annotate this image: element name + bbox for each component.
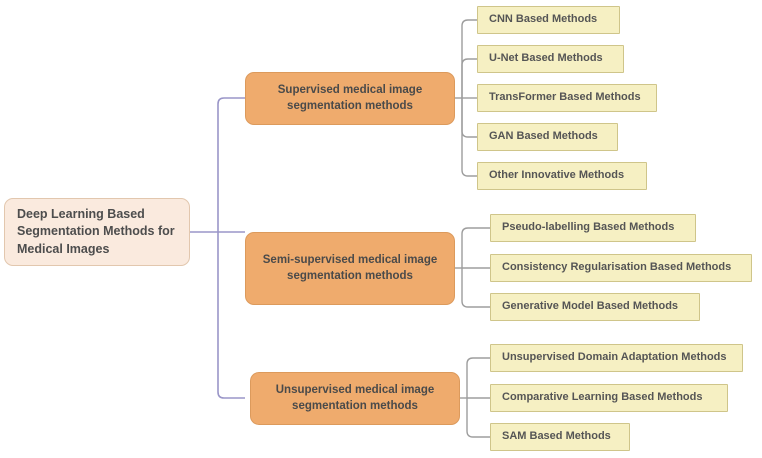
leaf-node-other-innovative-methods[interactable]: Other Innovative Methods bbox=[477, 162, 647, 190]
branch-node-unsupervised[interactable]: Unsupervised medical image segmentation … bbox=[250, 372, 460, 425]
connector-branch-3-leaf-3 bbox=[466, 398, 490, 438]
root-node[interactable]: Deep Learning Based Segmentation Methods… bbox=[4, 198, 190, 266]
leaf-node-gan-based-methods[interactable]: GAN Based Methods bbox=[477, 123, 618, 151]
leaf-node-generative-model-based-methods[interactable]: Generative Model Based Methods bbox=[490, 293, 700, 321]
leaf-node-consistency-regularisation-based-methods[interactable]: Consistency Regularisation Based Methods bbox=[490, 254, 752, 282]
connector-branch-1-leaf-4 bbox=[461, 98, 477, 138]
connector-branch-2-leaf-1 bbox=[461, 227, 490, 268]
connector-root-to-branch-1 bbox=[217, 97, 245, 232]
leaf-node-comparative-learning-based-methods[interactable]: Comparative Learning Based Methods bbox=[490, 384, 728, 412]
branch-node-supervised[interactable]: Supervised medical image segmentation me… bbox=[245, 72, 455, 125]
leaf-node-pseudo-labelling-based-methods[interactable]: Pseudo-labelling Based Methods bbox=[490, 214, 696, 242]
leaf-node-unet-based-methods[interactable]: U-Net Based Methods bbox=[477, 45, 624, 73]
branch-node-semi-supervised[interactable]: Semi-supervised medical image segmentati… bbox=[245, 232, 455, 305]
connector-root-to-branch-3 bbox=[217, 232, 245, 399]
leaf-node-sam-based-methods[interactable]: SAM Based Methods bbox=[490, 423, 630, 451]
connector-branch-2-leaf-3 bbox=[461, 268, 490, 308]
connector-branch-1-leaf-2 bbox=[461, 58, 477, 98]
leaf-node-unsupervised-domain-adaptation-methods[interactable]: Unsupervised Domain Adaptation Methods bbox=[490, 344, 743, 372]
leaf-node-cnn-based-methods[interactable]: CNN Based Methods bbox=[477, 6, 620, 34]
connector-root-to-branch-2b bbox=[218, 262, 245, 268]
connector-branch-1-leaf-5 bbox=[461, 98, 477, 177]
connector-branch-1-leaf-1 bbox=[461, 19, 477, 98]
connector-branch-3-leaf-1 bbox=[466, 357, 490, 398]
leaf-node-transformer-based-methods[interactable]: TransFormer Based Methods bbox=[477, 84, 657, 112]
